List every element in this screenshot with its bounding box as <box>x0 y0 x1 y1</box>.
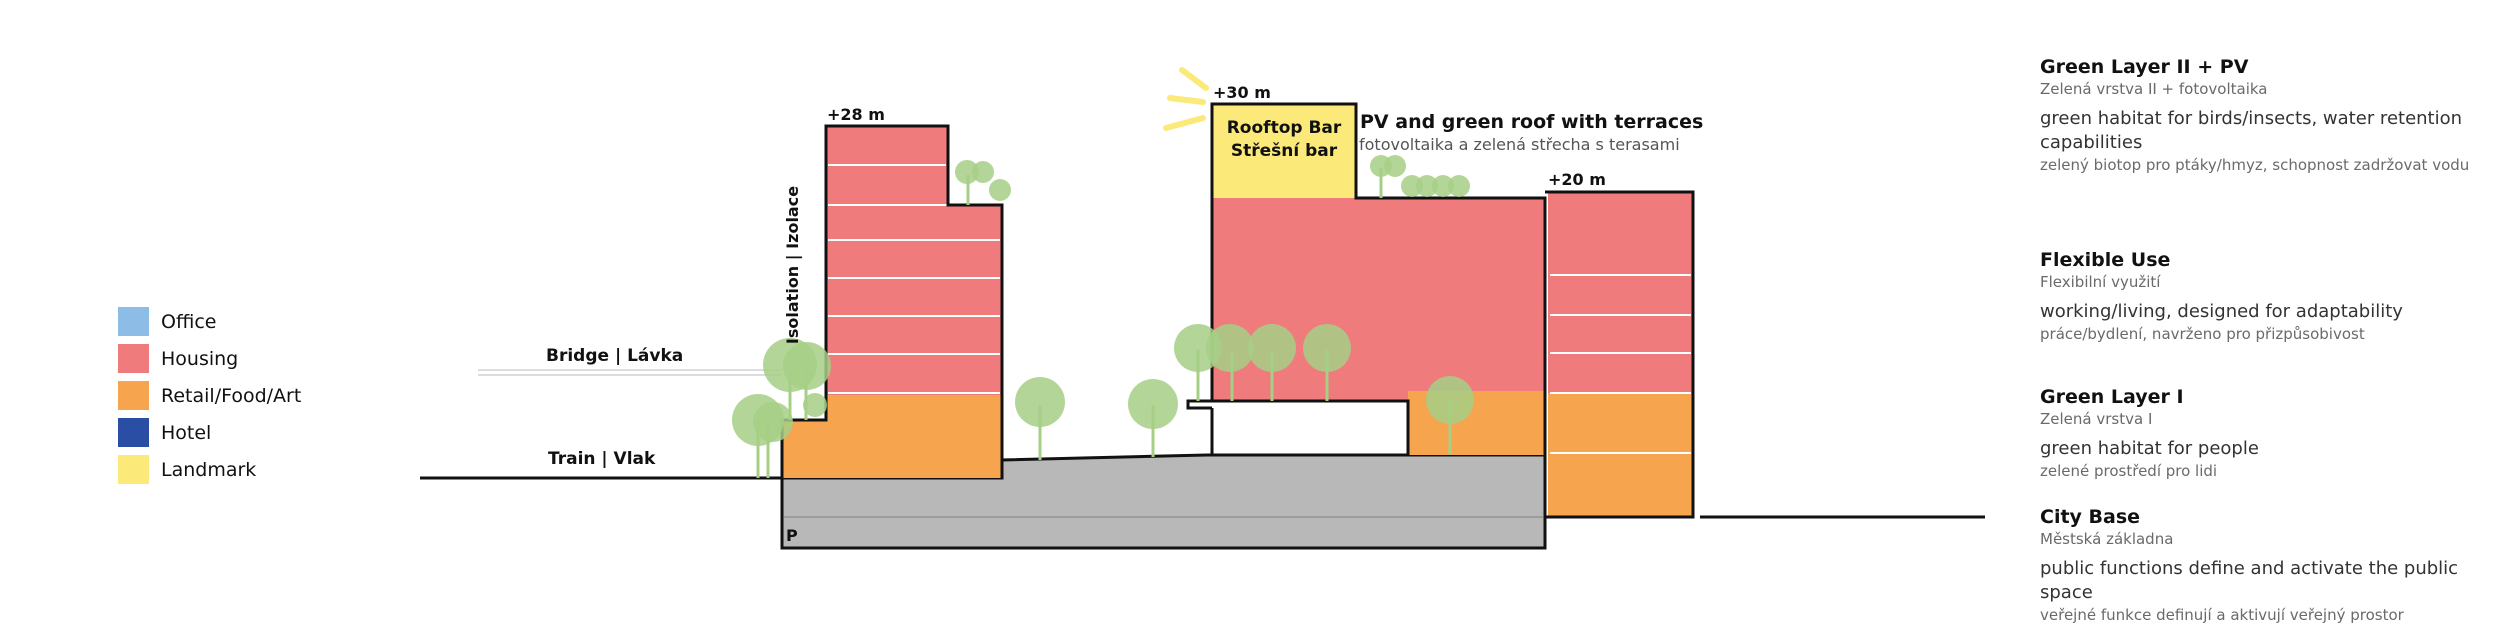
layer-subtitle: Flexibilní využití <box>2040 273 2161 291</box>
layer-description-cz: zelené prostředí pro lidi <box>2040 462 2218 480</box>
layer-block: Green Layer I Zelená vrstva I green habita… <box>2040 385 2480 481</box>
train-label: Train | Vlak <box>548 449 656 469</box>
layer-description: green habitat for birds/insects, water r… <box>2040 108 2463 153</box>
right-tower <box>1545 190 1695 519</box>
legend-item: Retail/Food/Art <box>118 377 301 414</box>
bridge-label: Bridge | Lávka <box>546 346 683 366</box>
tree-icon <box>972 161 994 183</box>
middle-building <box>1186 102 1547 455</box>
tree-icon <box>955 160 979 205</box>
rooftop-bar-label: Rooftop Bar <box>1227 118 1342 138</box>
legend-item: Housing <box>118 340 301 377</box>
legend-label: Office <box>161 310 217 333</box>
legend-item: Landmark <box>118 451 301 488</box>
tree-icon <box>1303 324 1351 401</box>
layer-title: City Base <box>2040 506 2141 528</box>
layer-description-cz: práce/bydlení, navrženo pro přizpůsobivo… <box>2040 325 2365 343</box>
sun-rays-icon <box>1163 67 1209 131</box>
layer-description: working/living, designed for adaptabilit… <box>2040 301 2403 322</box>
layer-title: Green Layer I <box>2040 386 2184 408</box>
pv-roof-label: PV and green roof with terraces <box>1360 111 1703 133</box>
height-label-28: +28 m <box>827 105 885 124</box>
legend-item: Hotel <box>118 414 301 451</box>
layer-title: Green Layer II + PV <box>2040 56 2249 78</box>
height-label-20: +20 m <box>1548 170 1606 189</box>
legend-swatch <box>118 455 149 484</box>
rooftop-bar-label-cz: Střešní bar <box>1231 141 1338 161</box>
tree-icon <box>1384 155 1406 177</box>
legend-label: Housing <box>161 347 239 370</box>
legend-swatch <box>118 418 149 447</box>
legend-label: Hotel <box>161 421 212 444</box>
tree-icon <box>753 402 793 478</box>
layer-description-cz: veřejné funkce definují a aktivují veřej… <box>2040 606 2404 624</box>
layer-title: Flexible Use <box>2040 249 2171 271</box>
tree-icon <box>1416 175 1438 197</box>
layer-block: Green Layer II + PV Zelená vrstva II + fo… <box>2040 55 2480 175</box>
layer-description-cz: zelený biotop pro ptáky/hmyz, schopnost … <box>2040 156 2470 174</box>
tree-icon <box>803 393 827 417</box>
legend-item: Office <box>118 303 301 340</box>
layer-description: public functions define and activate the… <box>2040 558 2459 603</box>
height-label-30: +30 m <box>1213 83 1271 102</box>
layer-description: green habitat for people <box>2040 438 2259 459</box>
legend-swatch <box>118 381 149 410</box>
pv-roof-label-cz: fotovoltaika a zelená střecha s terasami <box>1359 135 1680 154</box>
tree-icon <box>1448 175 1470 197</box>
tree-icon <box>1432 175 1454 197</box>
parking-label: P <box>786 526 798 545</box>
legend-swatch <box>118 307 149 336</box>
tree-icon <box>1128 379 1178 457</box>
layer-subtitle: Městská základna <box>2040 530 2174 548</box>
tree-icon <box>1426 376 1474 455</box>
isolation-label: Isolation | Izolace <box>783 186 803 344</box>
tree-icons <box>732 155 1474 478</box>
left-tower <box>780 124 1004 478</box>
layer-subtitle: Zelená vrstva II + fotovoltaika <box>2040 80 2268 98</box>
legend-label: Retail/Food/Art <box>161 384 302 407</box>
legend-swatch <box>118 344 149 373</box>
tree-icon <box>989 179 1011 201</box>
tree-icon <box>1015 377 1065 460</box>
tree-icon <box>1206 324 1254 401</box>
tree-icon <box>1248 324 1296 401</box>
layer-subtitle: Zelená vrstva I <box>2040 410 2153 428</box>
legend-label: Landmark <box>161 458 257 481</box>
